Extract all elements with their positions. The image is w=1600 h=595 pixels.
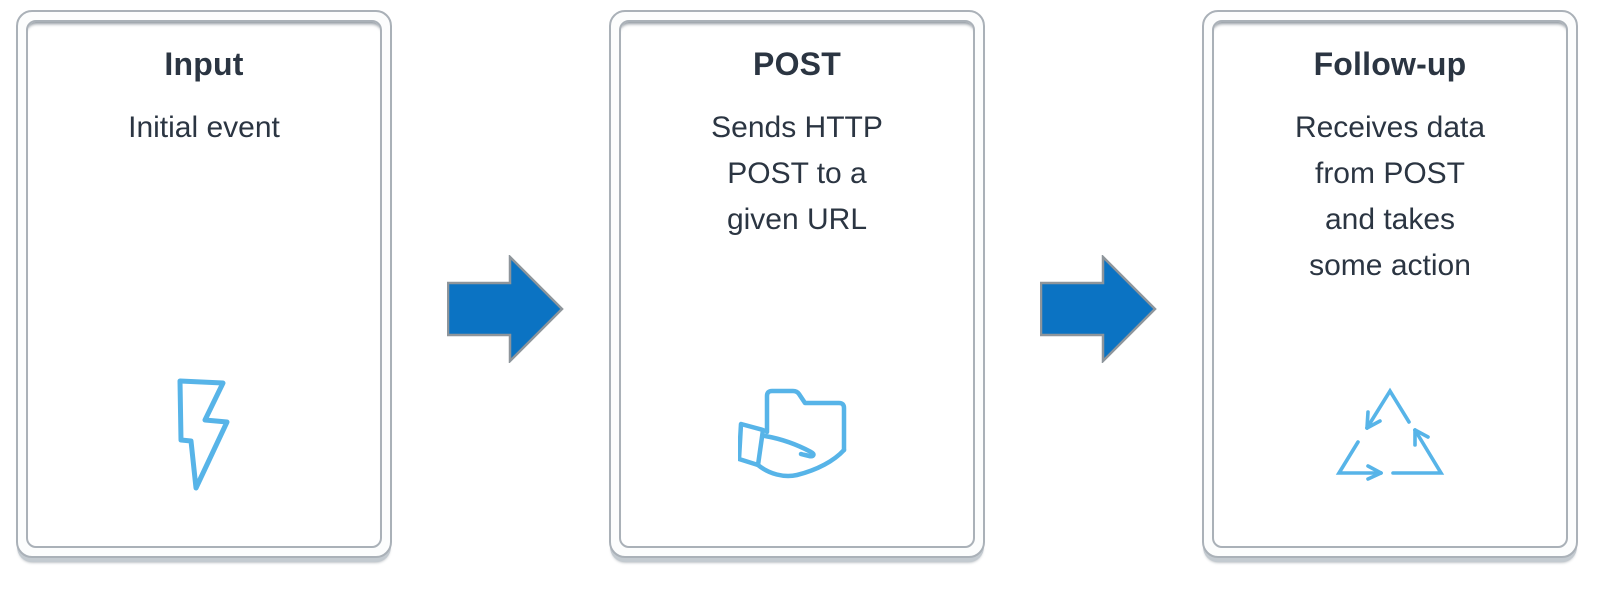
card-post-title: POST (753, 46, 841, 82)
folder-in-hand-icon (738, 388, 847, 479)
flow-arrow-2 (1039, 253, 1157, 365)
card-post-icon-area (621, 368, 973, 502)
card-post-panel: POST Sends HTTP POST to a given URL (619, 20, 975, 548)
card-input-icon-area (28, 368, 380, 502)
right-arrow-icon (446, 253, 564, 365)
card-follow-up-title: Follow-up (1313, 46, 1467, 82)
lightning-bolt-icon (177, 378, 230, 491)
right-arrow-icon (1039, 253, 1157, 365)
card-input-body: Initial event (128, 111, 280, 144)
card-input-panel: Input Initial event (26, 20, 382, 548)
card-follow-up-icon-area (1214, 368, 1566, 502)
card-follow-up-body: Receives data from POST and takes some a… (1294, 111, 1486, 282)
card-post: POST Sends HTTP POST to a given URL (609, 10, 985, 558)
card-follow-up: Follow-up Receives data from POST and ta… (1202, 10, 1578, 558)
card-input: Input Initial event (16, 10, 392, 558)
flow-arrow-1 (446, 253, 564, 365)
webhook-flow-diagram: Input Initial event POST Sends HTTP POST… (16, 10, 1578, 558)
card-input-title: Input (164, 46, 244, 82)
card-post-body: Sends HTTP POST to a given URL (711, 111, 883, 236)
card-follow-up-panel: Follow-up Receives data from POST and ta… (1212, 20, 1568, 548)
recycle-arrows-icon (1335, 387, 1445, 481)
